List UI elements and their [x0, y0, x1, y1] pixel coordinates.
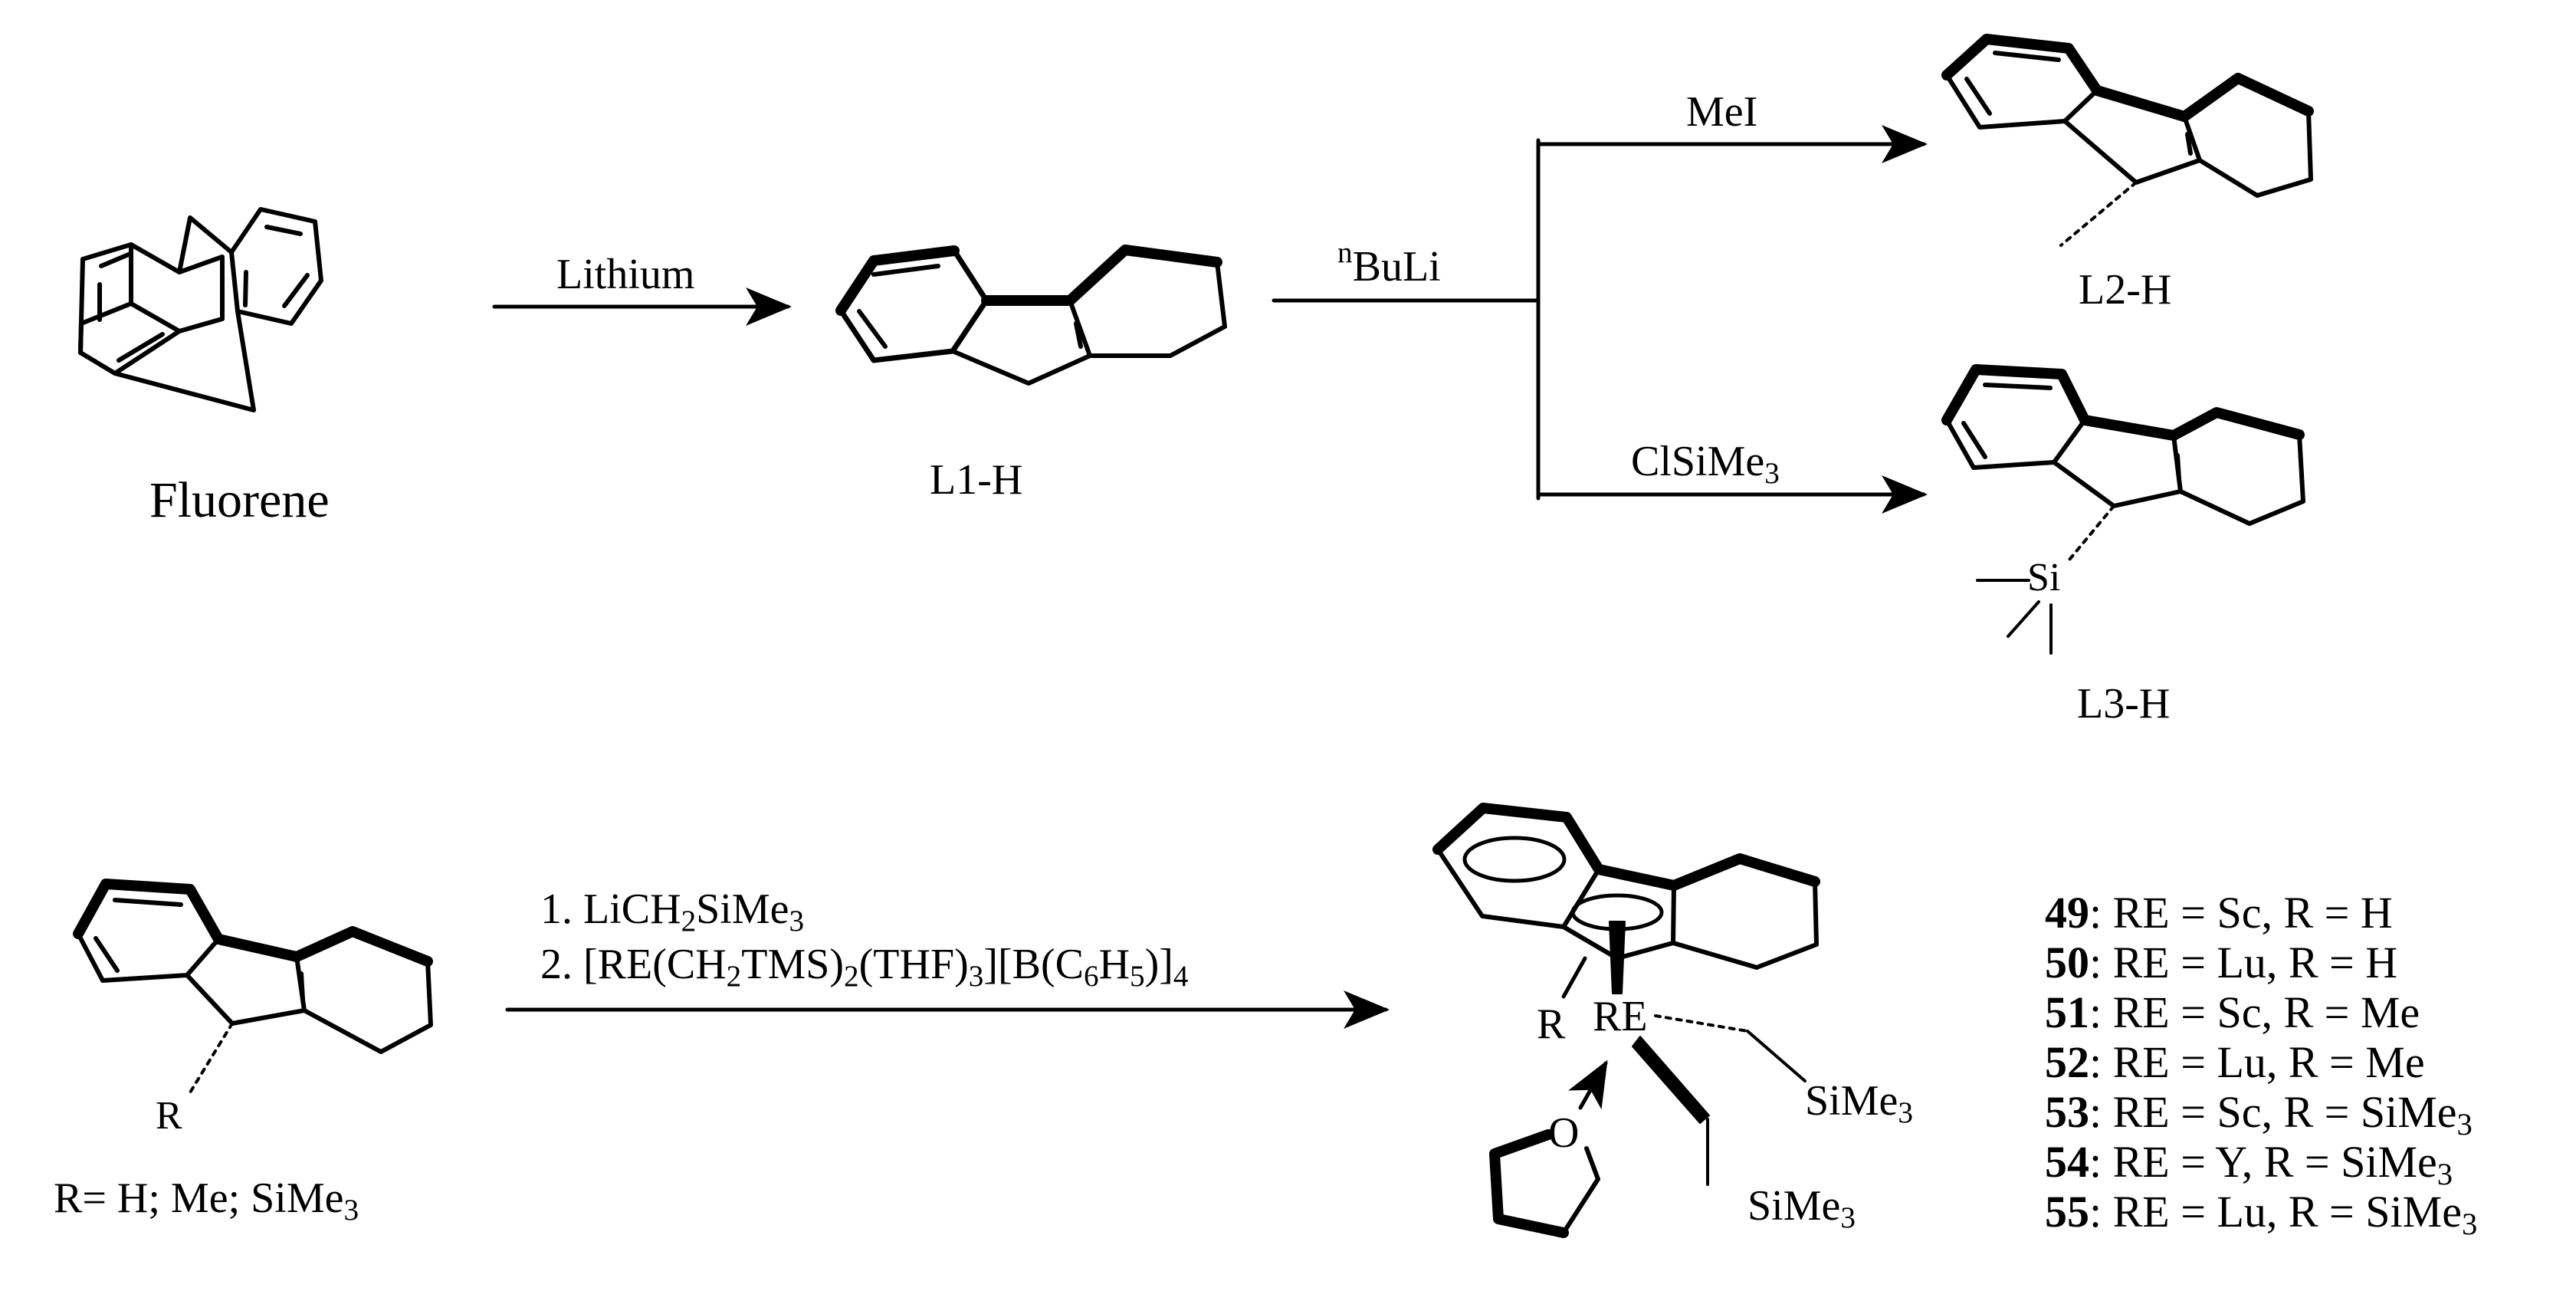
- legend-sub: 3: [2437, 1157, 2453, 1192]
- si-label: Si: [2027, 556, 2061, 600]
- step2-sub-e: 5: [1130, 959, 1145, 993]
- l2-structure: [1941, 34, 2314, 247]
- product-re-label: RE: [1593, 993, 1648, 1040]
- step2-sub-b: 2: [844, 959, 859, 993]
- step2-text-b: TMS): [741, 941, 845, 988]
- legend-row: 50: RE = Lu, R = H: [2045, 938, 2477, 987]
- legend-text: : RE = Sc, R = H: [2089, 888, 2393, 938]
- fluorene-structure: [78, 207, 323, 412]
- step1-text-b: SiMe: [696, 885, 789, 933]
- sime3-a-sub: 3: [1898, 1096, 1913, 1129]
- step2-sub-c: 3: [968, 959, 984, 993]
- legend-row: 49: RE = Sc, R = H: [2045, 888, 2477, 938]
- step2-text-a: 2. [RE(CH: [540, 941, 727, 988]
- legend-sub: 3: [2461, 1207, 2478, 1242]
- clsime3-text: ClSiMe: [1631, 438, 1765, 485]
- step2-text-e: H: [1098, 941, 1130, 988]
- legend-row: 53: RE = Sc, R = SiMe3: [2045, 1087, 2477, 1140]
- step2-text-d: ][B(C: [983, 941, 1084, 988]
- r-definition-subscript: 3: [343, 1193, 359, 1227]
- clsime3-label: ClSiMe3: [1631, 438, 1780, 488]
- step2-sub-d: 6: [1083, 959, 1099, 993]
- legend-row: 54: RE = Y, R = SiMe3: [2045, 1137, 2477, 1190]
- legend-row: 51: RE = Sc, R = Me: [2045, 987, 2477, 1037]
- product-structure: [1432, 803, 1820, 1238]
- step1-sub-b: 3: [789, 904, 805, 938]
- sime3-b-text: SiMe: [1747, 1182, 1841, 1230]
- l3-structure: [1941, 364, 2305, 655]
- r-definition-text: R= H; Me; SiMe: [54, 1174, 344, 1222]
- step2-text-c: (THF): [858, 941, 969, 988]
- legend-number: 54: [2045, 1137, 2089, 1187]
- r-definition-label: R= H; Me; SiMe3: [54, 1174, 359, 1225]
- mei-label: MeI: [1686, 88, 1758, 136]
- step1-text-a: 1. LiCH: [540, 885, 681, 933]
- thf-oxygen-label: O: [1548, 1109, 1580, 1157]
- generic-ligand-structure: [73, 879, 433, 1094]
- l1-label: L1-H: [930, 456, 1023, 504]
- step2-text-f: )]: [1144, 941, 1173, 988]
- legend-row: 55: RE = Lu, R = SiMe3: [2045, 1187, 2477, 1240]
- l3-label: L3-H: [2077, 680, 2171, 728]
- legend-text: : RE = Lu, R = H: [2089, 938, 2398, 987]
- ligand-r-label: R: [156, 1094, 182, 1138]
- legend-text: : RE = Lu, R = SiMe: [2089, 1187, 2462, 1237]
- legend-number: 52: [2045, 1037, 2089, 1087]
- complexation-step2: 2. [RE(CH2TMS)2(THF)3][B(C6H5)]4: [540, 941, 1189, 991]
- product-sime3-a: SiMe3: [1805, 1077, 1913, 1128]
- legend-row: 52: RE = Lu, R = Me: [2045, 1037, 2477, 1087]
- step2-sub-f: 4: [1173, 959, 1189, 993]
- legend-number: 50: [2045, 938, 2089, 987]
- legend-number: 53: [2045, 1087, 2089, 1137]
- legend-text: : RE = Sc, R = SiMe: [2089, 1087, 2457, 1137]
- legend-text: : RE = Lu, R = Me: [2089, 1037, 2425, 1087]
- sime3-b-sub: 3: [1840, 1201, 1856, 1234]
- l2-label: L2-H: [2079, 266, 2172, 314]
- legend-number: 51: [2045, 987, 2089, 1037]
- product-r-label: R: [1537, 1000, 1566, 1048]
- legend-number: 49: [2045, 888, 2089, 938]
- bulit-label: nBuLi: [1337, 238, 1441, 291]
- l1-structure: [835, 245, 1227, 386]
- legend-number: 55: [2045, 1187, 2089, 1237]
- bulit-text: BuLi: [1352, 243, 1441, 291]
- legend-text: : RE = Sc, R = Me: [2089, 987, 2420, 1037]
- clsime3-subscript: 3: [1764, 456, 1780, 490]
- legend-sub: 3: [2456, 1107, 2473, 1142]
- compound-legend: 49: RE = Sc, R = H 50: RE = Lu, R = H 51…: [2045, 888, 2477, 1240]
- step1-sub-a: 2: [681, 904, 697, 938]
- step2-sub-a: 2: [726, 959, 742, 993]
- bulit-superscript: n: [1337, 236, 1353, 270]
- complexation-step1: 1. LiCH2SiMe3: [540, 885, 804, 936]
- product-sime3-b: SiMe3: [1747, 1182, 1856, 1233]
- sime3-a-text: SiMe: [1805, 1077, 1898, 1125]
- fluorene-label: Fluorene: [149, 472, 330, 528]
- lithium-label: Lithium: [556, 251, 695, 298]
- legend-text: : RE = Y, R = SiMe: [2089, 1137, 2437, 1187]
